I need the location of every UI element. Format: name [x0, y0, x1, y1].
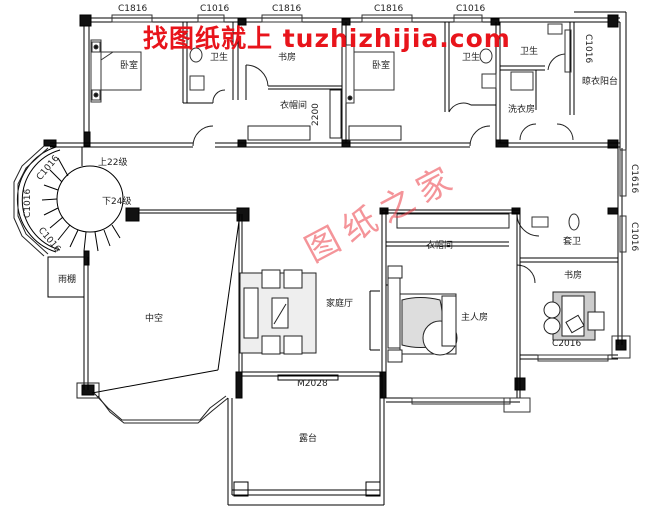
stair-down-label: 下24级 [102, 197, 132, 207]
door-swings [192, 53, 574, 284]
room-label-bathroom: 卫生 [462, 53, 481, 63]
study-desk [543, 291, 605, 341]
stair-up-label: 上22级 [98, 158, 128, 168]
master-bath-fixtures [531, 213, 580, 231]
corridor-walls [50, 142, 620, 214]
room-partitions [182, 11, 627, 150]
window-code-label: C1816 [374, 4, 404, 14]
room-label-void: 中空 [145, 314, 164, 324]
room-label-canopy: 雨棚 [58, 275, 77, 285]
window-code-label: C1016 [23, 188, 33, 218]
room-label-terrace: 露台 [299, 434, 318, 444]
window-code-label: C1816 [272, 4, 302, 14]
room-label-closet: 衣帽间 [426, 241, 454, 251]
room-label-laundry: 洗衣房 [508, 105, 536, 115]
master-bottom-window [411, 335, 631, 413]
room-label-family-hall: 家庭厅 [326, 299, 354, 309]
master-bed [387, 265, 458, 363]
window-code-label: C1016 [583, 34, 593, 64]
wardrobes [247, 89, 510, 229]
window-code-label: C1816 [118, 4, 148, 14]
dimension-label: 2200 [311, 103, 321, 126]
room-label-closet: 衣帽间 [280, 101, 308, 111]
bath-fixtures [189, 23, 563, 91]
top-windows [111, 14, 483, 23]
room-label-bathroom: 卫生 [520, 47, 539, 57]
top-exterior-wall [83, 17, 620, 146]
door-code-label: M2028 [297, 379, 328, 389]
spiral-staircase [13, 145, 124, 257]
window-code-label: C1016 [629, 222, 639, 252]
terrace-walls [227, 374, 385, 506]
room-label-bathroom: 卫生 [210, 53, 229, 63]
room-label-study: 书房 [278, 53, 297, 63]
bed-left [90, 39, 142, 103]
room-label-bedroom: 卧室 [372, 61, 391, 71]
sofa-set [239, 269, 317, 355]
central-walls [242, 148, 623, 403]
bed-middle [345, 44, 395, 104]
window-code-label: C2016 [552, 339, 582, 349]
window-code-label: C1616 [629, 164, 639, 194]
window-code-label: C1016 [200, 4, 230, 14]
window-code-label: C1016 [456, 4, 486, 14]
room-label-study: 书房 [564, 271, 583, 281]
bay-window-void [76, 382, 229, 424]
watermark-site: 找图纸就上 tuzhizhijia.com [143, 24, 511, 53]
room-label-ensuite-bath: 套卫 [563, 237, 582, 247]
room-label-master-bedroom: 主人房 [461, 313, 489, 323]
right-windows [564, 29, 627, 253]
room-label-bedroom: 卧室 [120, 61, 139, 71]
room-label-drying-balcony: 晾衣阳台 [582, 77, 619, 87]
